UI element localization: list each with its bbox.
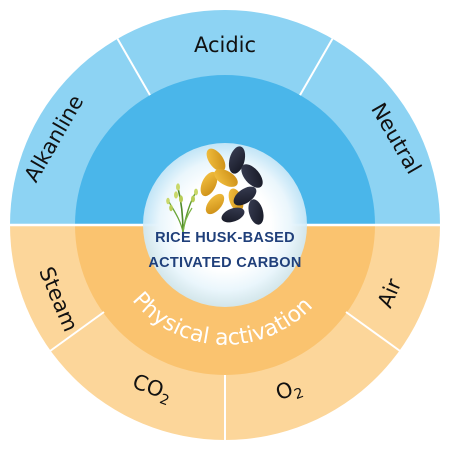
rice-grains-icon: [200, 146, 264, 225]
center-glow: [143, 143, 307, 307]
center-title-line-2: ACTIVATED CARBON: [148, 255, 301, 271]
center-title-line-1: RICE HUSK-BASED: [155, 230, 295, 246]
segment-label-acidic: Acidic: [194, 33, 256, 57]
rice-plant-icon: [166, 183, 198, 233]
o2-main: O: [273, 377, 297, 405]
